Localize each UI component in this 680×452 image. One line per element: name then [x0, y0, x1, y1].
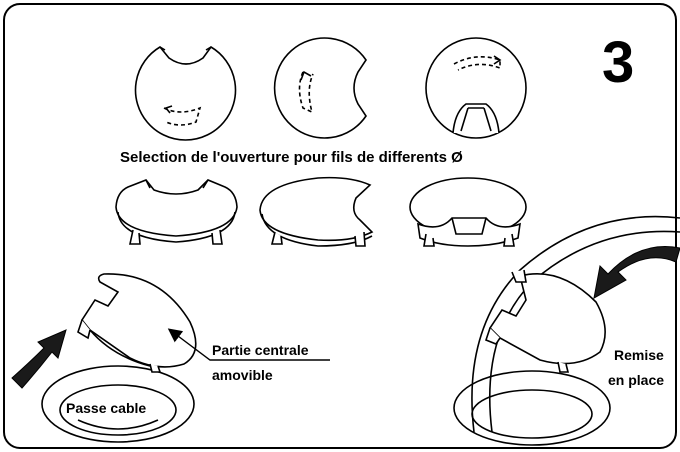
- caption: Selection de l'ouverture pour fils de di…: [120, 149, 463, 166]
- leader-line-center: [167, 328, 330, 361]
- label-put-back-line1: Remise: [614, 347, 664, 363]
- cap-top-view-3: [425, 37, 527, 139]
- label-removable-center-line2: amovible: [212, 367, 273, 383]
- step-number: 3: [602, 30, 634, 95]
- label-put-back-line2: en place: [608, 372, 664, 388]
- cap-top-view-2: [273, 37, 367, 139]
- label-removable-center-line1: Partie centrale: [212, 342, 309, 358]
- cap-perspective-3: [409, 177, 527, 247]
- label-cable-grommet: Passe cable: [66, 400, 146, 416]
- removable-center-part: [77, 273, 197, 373]
- lift-arrow-icon: [11, 329, 67, 389]
- grommet-ring-left: [41, 365, 195, 443]
- cap-perspective-2: [259, 176, 374, 247]
- cap-perspective-1: [115, 179, 238, 245]
- center-part-in-place: [485, 269, 606, 373]
- grommet-ring-right: [453, 370, 611, 446]
- cap-top-view-1: [134, 45, 237, 141]
- insert-arrow-icon: [593, 245, 680, 299]
